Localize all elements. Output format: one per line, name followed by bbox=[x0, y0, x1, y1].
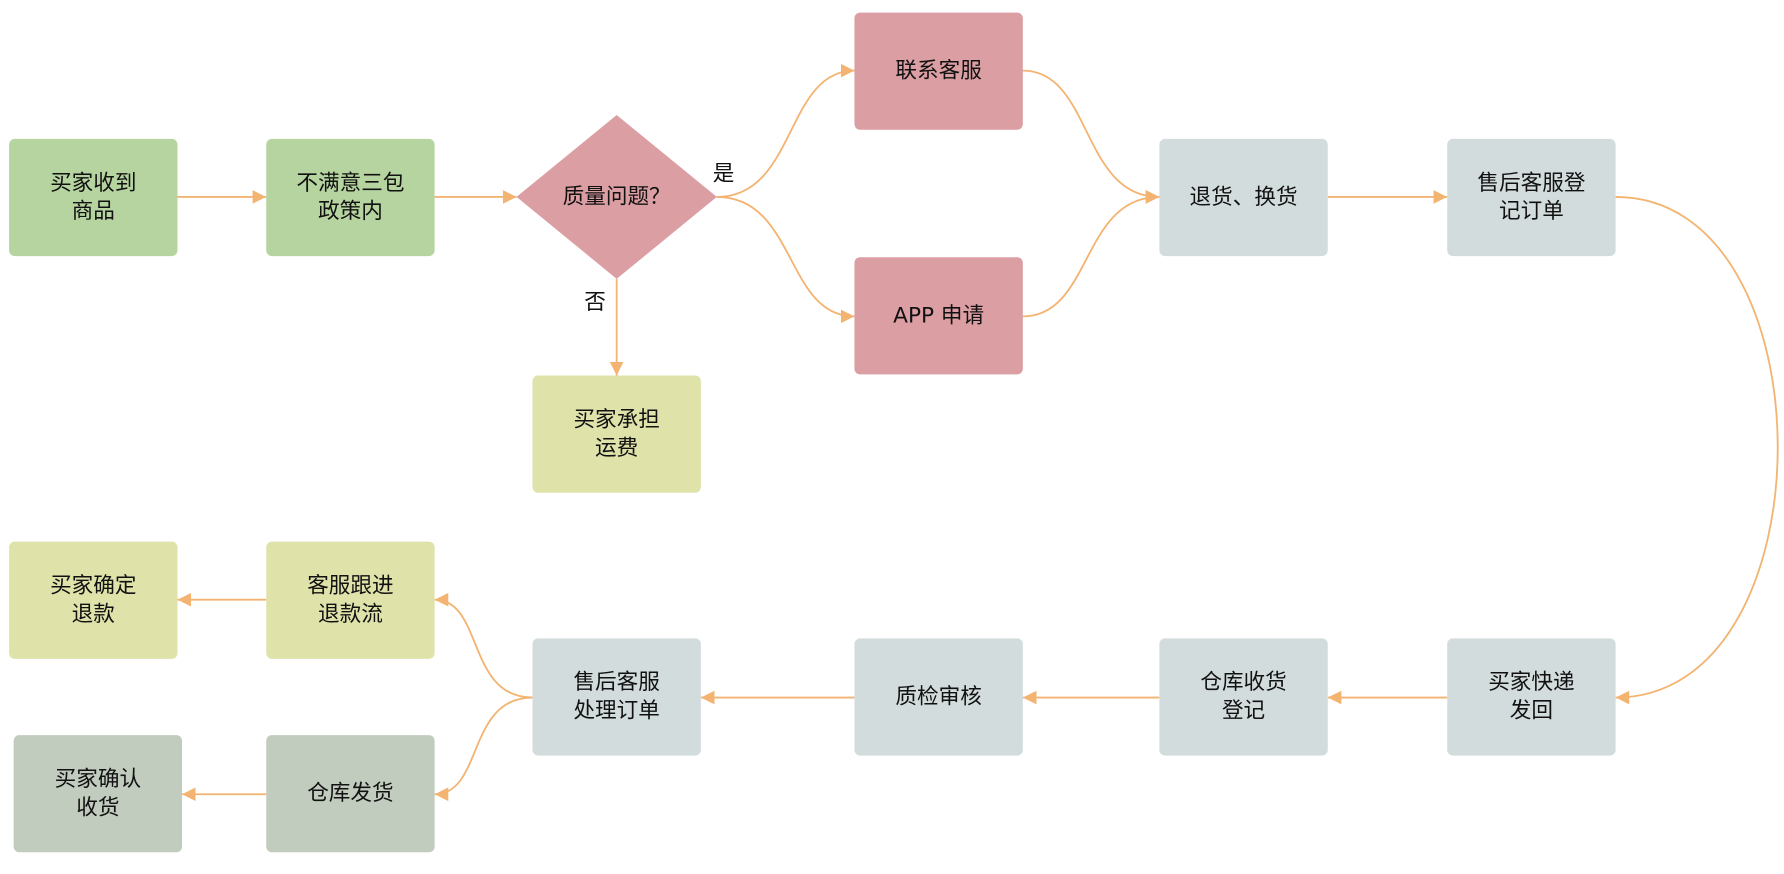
node-label: 仓库发货 bbox=[307, 781, 393, 806]
node-label: 买家承担 bbox=[573, 407, 659, 432]
node-label: 退款 bbox=[72, 602, 115, 627]
node-label: 仓库收货 bbox=[1200, 670, 1286, 695]
node-label: 收货 bbox=[76, 795, 119, 820]
node-n6[interactable]: APP 申请 bbox=[854, 257, 1023, 375]
node-label: 买家快递 bbox=[1488, 670, 1574, 695]
node-label: 退款流 bbox=[318, 602, 383, 627]
edge-n5-to-n7 bbox=[1022, 69, 1160, 204]
process-box bbox=[13, 735, 183, 853]
process-box bbox=[1159, 138, 1328, 257]
node-label: 政策内 bbox=[318, 199, 383, 224]
process-box bbox=[266, 541, 435, 659]
process-box bbox=[854, 638, 1023, 756]
process-box bbox=[266, 735, 435, 853]
node-label: 买家确认 bbox=[55, 767, 141, 792]
node-label: 质量问题？ bbox=[563, 184, 671, 209]
edge-label-no: 否 bbox=[584, 290, 606, 315]
node-label: 质检审核 bbox=[895, 684, 981, 709]
process-box bbox=[854, 12, 1023, 130]
process-box bbox=[532, 375, 701, 493]
node-label: 记订单 bbox=[1499, 199, 1564, 224]
process-box bbox=[532, 638, 701, 756]
node-label: 售后客服 bbox=[573, 670, 659, 695]
node-label: 不满意三包 bbox=[296, 171, 404, 196]
node-n15[interactable]: 仓库发货 bbox=[266, 735, 435, 853]
node-label: 退货、换货 bbox=[1190, 185, 1298, 210]
edge-label-yes: 是 bbox=[713, 162, 735, 187]
process-box bbox=[1447, 638, 1616, 756]
edges-layer bbox=[177, 63, 1779, 802]
process-box bbox=[9, 541, 178, 659]
edge-n12-to-n15 bbox=[434, 696, 533, 802]
process-box bbox=[1447, 138, 1616, 257]
node-label: 客服跟进 bbox=[307, 574, 393, 599]
node-n7[interactable]: 退货、换货 bbox=[1159, 138, 1328, 257]
node-n5[interactable]: 联系客服 bbox=[854, 12, 1023, 130]
node-n3[interactable]: 质量问题？ bbox=[516, 115, 717, 279]
node-label: 运费 bbox=[595, 436, 638, 461]
node-label: 处理订单 bbox=[573, 699, 659, 724]
node-n11[interactable]: 质检审核 bbox=[854, 638, 1023, 756]
process-box bbox=[1159, 638, 1328, 756]
edge-n8-to-n9 bbox=[1615, 196, 1779, 705]
node-label: 买家收到 bbox=[50, 171, 136, 196]
process-box bbox=[854, 257, 1023, 375]
node-label: 联系客服 bbox=[895, 59, 981, 84]
edge-labels-layer: 是 否 bbox=[584, 162, 734, 316]
edge-n12-to-n13 bbox=[434, 592, 533, 699]
node-label: 买家确定 bbox=[50, 574, 136, 599]
edge-n3-to-n6 bbox=[716, 196, 855, 324]
process-box bbox=[266, 138, 435, 257]
node-label: APP 申请 bbox=[893, 303, 984, 328]
node-label: 商品 bbox=[72, 199, 115, 224]
edge-n6-to-n7 bbox=[1022, 190, 1160, 318]
node-label: 发回 bbox=[1510, 699, 1553, 724]
node-label: 售后客服登 bbox=[1477, 171, 1585, 196]
node-label: 登记 bbox=[1222, 699, 1265, 724]
process-box bbox=[9, 138, 178, 257]
edge-n3-to-n5 bbox=[716, 63, 855, 198]
